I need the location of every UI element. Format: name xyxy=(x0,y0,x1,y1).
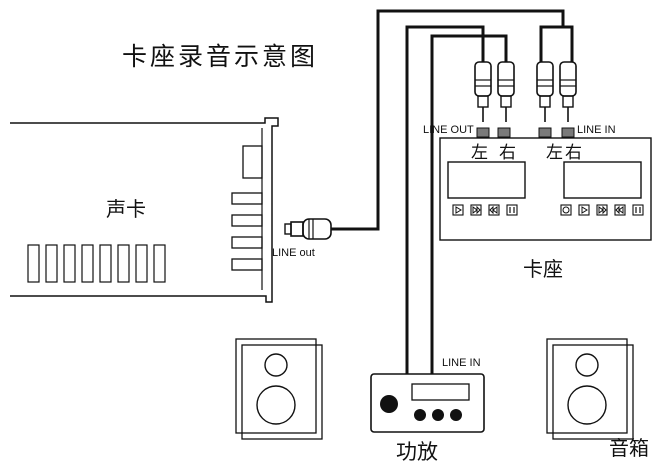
rca-plug-in-left xyxy=(536,61,554,122)
deck-in-left-label: 左 xyxy=(546,143,563,163)
deck-in-right-label: 右 xyxy=(565,143,582,163)
deck-out-right-label: 右 xyxy=(499,143,516,163)
cassette-deck-label: 卡座 xyxy=(523,257,563,281)
cassette-deck: 左 右 左 右 xyxy=(439,137,652,241)
transport-buttons-b xyxy=(560,204,644,216)
speaker-right xyxy=(546,338,634,440)
edge-connector xyxy=(27,244,166,283)
amp-knob-1 xyxy=(414,409,426,421)
cassette-window-b xyxy=(563,161,642,199)
amplifier-label: 功放 xyxy=(396,440,438,464)
deck-line-out-label: LINE OUT xyxy=(423,124,474,136)
transport-buttons-a xyxy=(452,204,518,216)
cassette-window-a xyxy=(447,161,526,199)
line-out-plug xyxy=(284,218,332,240)
amplifier xyxy=(370,373,485,433)
amp-line-in-label: LINE IN xyxy=(442,357,481,369)
rca-plug-out-right xyxy=(497,61,515,122)
speaker-left xyxy=(235,338,323,440)
deck-out-left-label: 左 xyxy=(471,143,488,163)
amp-volume-knob xyxy=(380,395,398,413)
deck-rca-plugs xyxy=(474,61,577,122)
speaker-label: 音箱 xyxy=(609,436,649,460)
amp-display xyxy=(411,383,470,401)
rca-plug-in-right xyxy=(559,61,577,122)
amp-knob-3 xyxy=(450,409,462,421)
rca-plug-out-left xyxy=(474,61,492,122)
sound-card-label: 声卡 xyxy=(106,197,146,221)
deck-jacks xyxy=(476,127,575,138)
sound-card: 声卡 xyxy=(10,117,279,303)
cables xyxy=(331,9,574,374)
sound-card-line-out-label: LINE out xyxy=(272,247,315,259)
deck-line-in-label: LINE IN xyxy=(577,124,616,136)
amp-knob-2 xyxy=(432,409,444,421)
diagram-title: 卡座录音示意图 xyxy=(122,42,318,71)
